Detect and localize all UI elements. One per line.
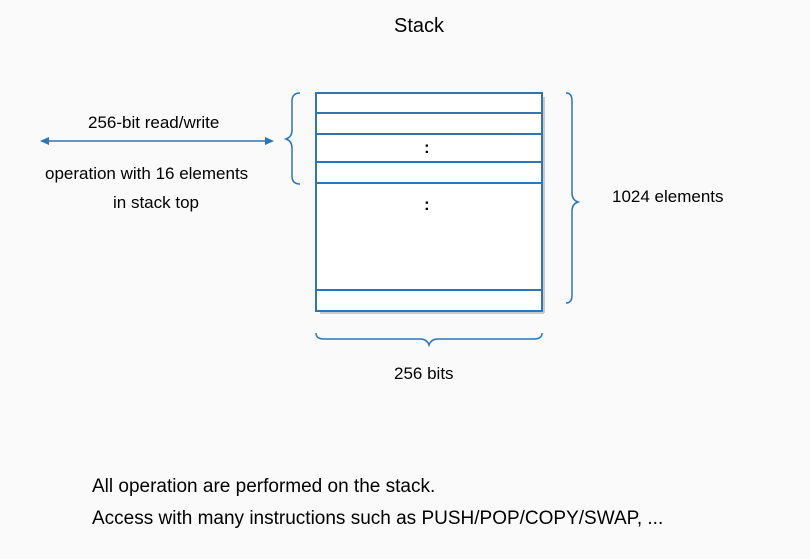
- bit-width-label: 256 bits: [394, 364, 454, 383]
- left-brace: [283, 92, 301, 185]
- ellipsis-marker: :: [424, 138, 430, 157]
- bottom-brace: [315, 332, 543, 348]
- operation-label-cont: in stack top: [113, 193, 199, 212]
- note-line: All operation are performed on the stack…: [92, 476, 436, 497]
- elements-count-label: 1024 elements: [612, 187, 724, 206]
- diagram-title: Stack: [393, 15, 445, 37]
- read-write-label: 256-bit read/write: [88, 113, 220, 132]
- ellipsis-marker: :: [424, 195, 430, 214]
- note-line: Access with many instructions such as PU…: [92, 508, 664, 529]
- right-brace: [565, 92, 581, 304]
- operation-label: operation with 16 elements: [45, 164, 249, 183]
- double-arrow: [40, 137, 274, 145]
- stack-box: [315, 92, 543, 312]
